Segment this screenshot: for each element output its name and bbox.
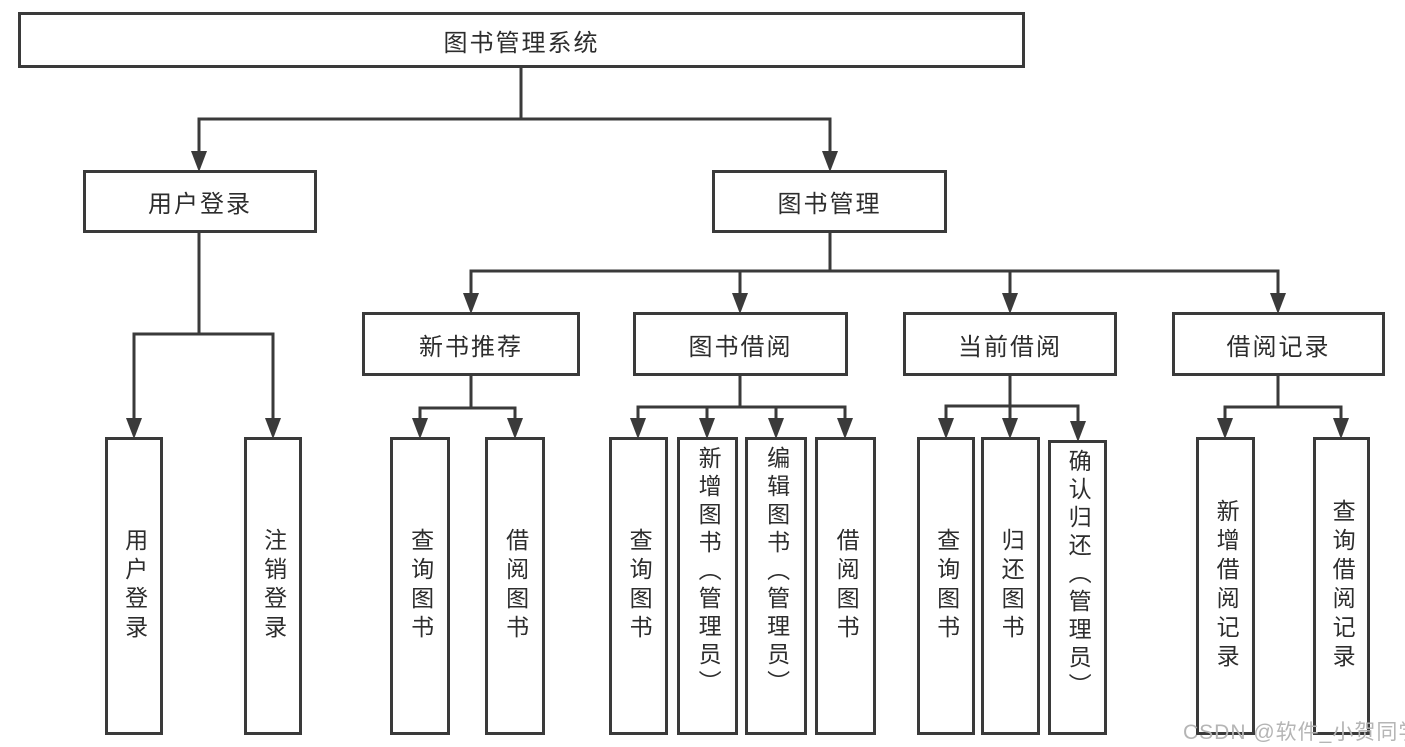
- node-leaf-query-books-3: 查询图书: [917, 437, 975, 735]
- connector-user-login-children: [126, 233, 281, 439]
- node-book-mgmt-label: 图书管理: [777, 191, 882, 218]
- node-leaf-return-book: 归还图书: [981, 437, 1040, 735]
- node-leaf-query-books-2-label: 查询图书: [626, 528, 653, 644]
- connector-book-borrow-children: [630, 376, 853, 439]
- node-leaf-query-books-1: 查询图书: [390, 437, 450, 735]
- node-leaf-logout: 注销登录: [244, 437, 302, 735]
- connector-borrow-record-children: [1217, 376, 1349, 439]
- node-leaf-borrow-books-1: 借阅图书: [485, 437, 545, 735]
- node-leaf-add-borrow-record: 新增借阅记录: [1196, 437, 1255, 735]
- node-current-borrow-label: 当前借阅: [958, 333, 1062, 361]
- node-book-borrow-label: 图书借阅: [688, 333, 793, 361]
- connector-root-to-level2: [191, 68, 838, 172]
- node-user-login-label: 用户登录: [148, 191, 252, 218]
- node-leaf-add-borrow-record-label: 新增借阅记录: [1213, 499, 1240, 673]
- node-new-book-rec: 新书推荐: [362, 312, 580, 376]
- node-user-login: 用户登录: [83, 170, 317, 233]
- node-book-borrow: 图书借阅: [633, 312, 848, 376]
- node-leaf-query-books-1-label: 查询图书: [407, 528, 434, 644]
- node-leaf-query-books-3-label: 查询图书: [933, 528, 960, 644]
- node-leaf-borrow-books-2-label: 借阅图书: [833, 528, 860, 644]
- node-leaf-return-book-label: 归还图书: [998, 528, 1025, 644]
- node-book-mgmt: 图书管理: [712, 170, 947, 233]
- node-leaf-query-borrow-record: 查询借阅记录: [1313, 437, 1370, 735]
- connector-book-mgmt-to-level3: [463, 233, 1286, 314]
- node-leaf-confirm-return-admin-label: 确认归还（管理员）: [1065, 449, 1092, 701]
- node-new-book-rec-label: 新书推荐: [419, 333, 523, 361]
- node-leaf-edit-book-admin-label: 编辑图书（管理员）: [763, 446, 790, 698]
- node-leaf-borrow-books-2: 借阅图书: [815, 437, 876, 735]
- csdn-watermark: CSDN @软件_小贺同学: [1183, 721, 1405, 744]
- node-borrow-record-label: 借阅记录: [1226, 333, 1331, 361]
- connector-current-borrow-children: [938, 376, 1086, 442]
- node-root-system: 图书管理系统: [18, 12, 1025, 68]
- node-leaf-add-book-admin-label: 新增图书（管理员）: [695, 446, 722, 698]
- node-borrow-record: 借阅记录: [1172, 312, 1385, 376]
- node-leaf-borrow-books-1-label: 借阅图书: [502, 528, 529, 644]
- node-leaf-query-borrow-record-label: 查询借阅记录: [1329, 499, 1356, 673]
- node-leaf-confirm-return-admin: 确认归还（管理员）: [1048, 440, 1107, 735]
- node-leaf-add-book-admin: 新增图书（管理员）: [677, 437, 738, 735]
- node-current-borrow: 当前借阅: [903, 312, 1117, 376]
- node-leaf-query-books-2: 查询图书: [609, 437, 668, 735]
- node-leaf-edit-book-admin: 编辑图书（管理员）: [745, 437, 807, 735]
- node-leaf-logout-label: 注销登录: [260, 528, 287, 644]
- node-leaf-user-login-label: 用户登录: [121, 528, 148, 644]
- node-root-label: 图书管理系统: [443, 29, 600, 57]
- node-leaf-user-login: 用户登录: [105, 437, 163, 735]
- connector-new-book-children: [412, 376, 523, 439]
